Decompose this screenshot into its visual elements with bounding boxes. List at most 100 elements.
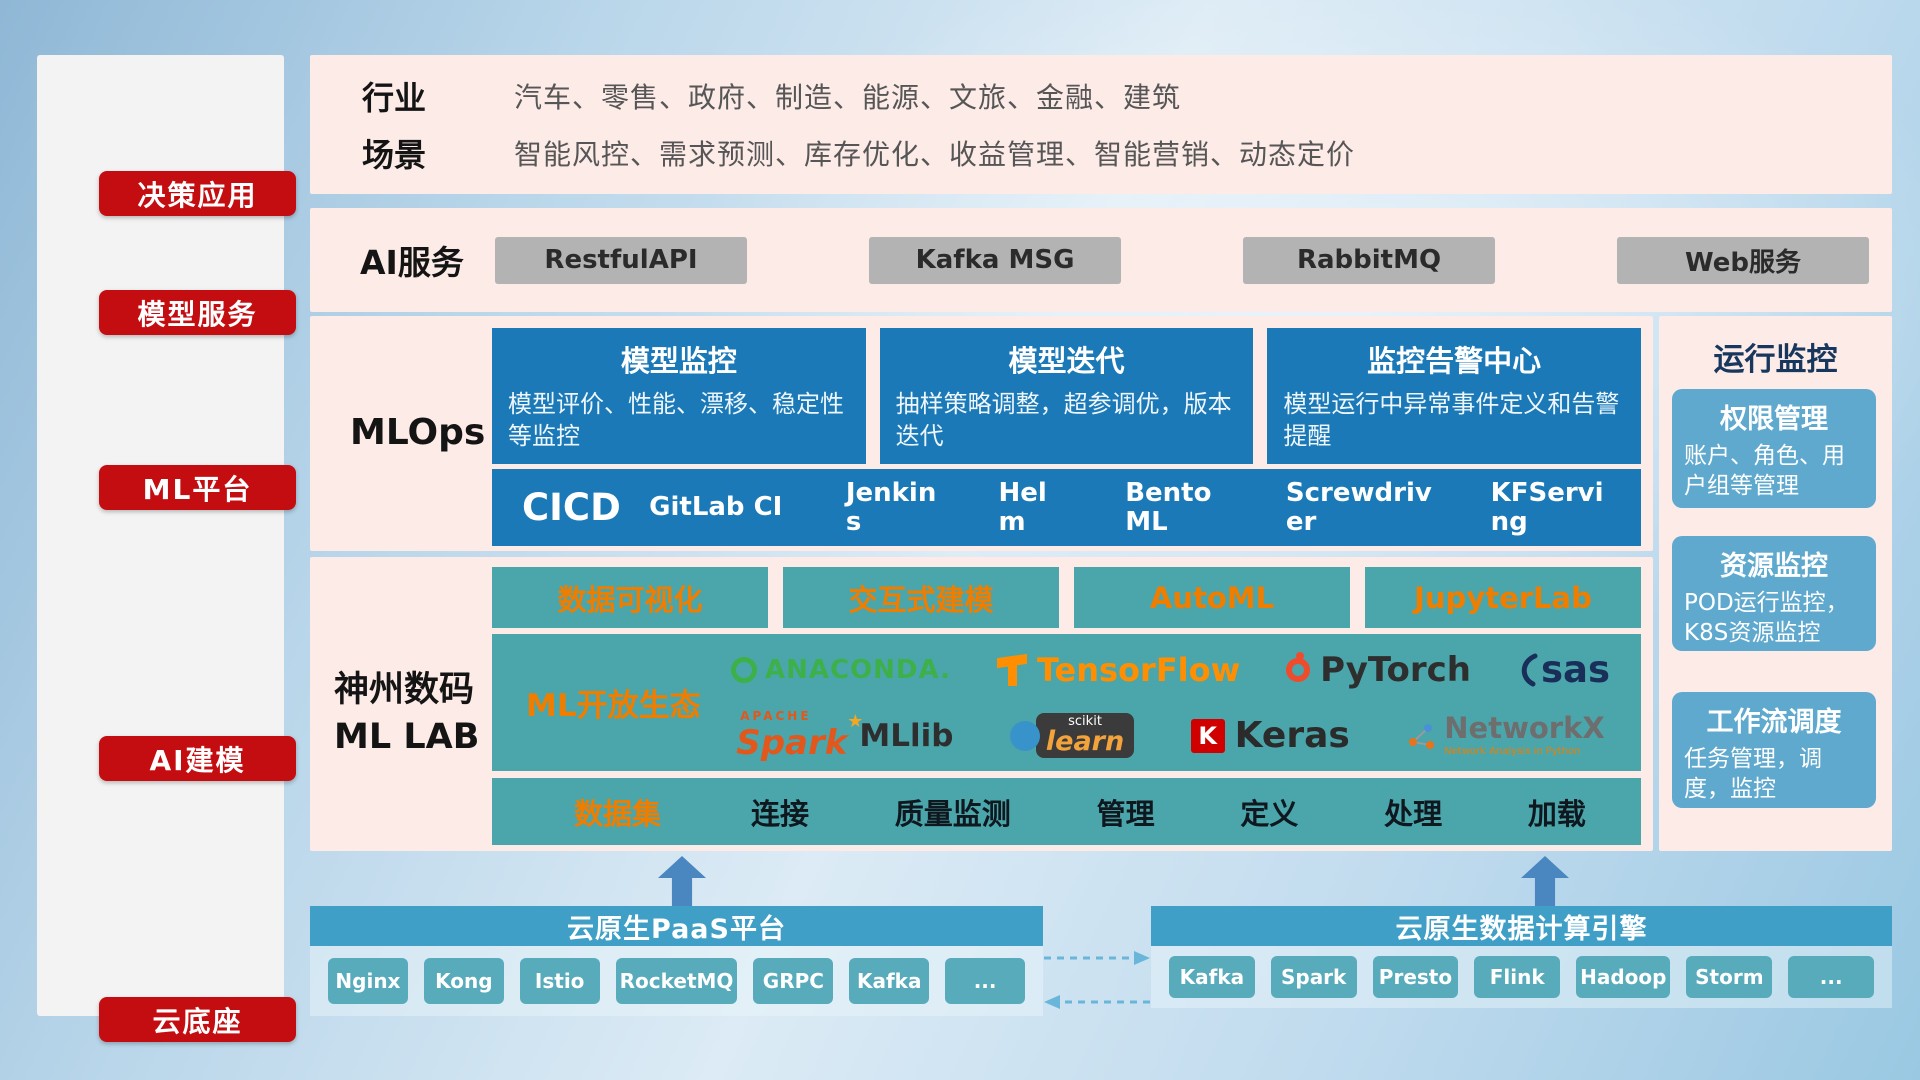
sidebar-item-ml-platform: ML平台 bbox=[99, 465, 296, 510]
left-layer-sidebar: 决策应用 模型服务 ML平台 AI建模 云底座 bbox=[37, 55, 296, 1042]
industry-list: 汽车、零售、政府、制造、能源、文旅、金融、建筑 bbox=[514, 80, 1182, 114]
keras-logo: K Keras bbox=[1190, 715, 1350, 756]
paas-platform-bar: 云原生PaaS平台 bbox=[310, 906, 1043, 946]
scikit-learn-logo: scikit learn bbox=[1009, 712, 1135, 759]
dataset-step-define: 定义 bbox=[1240, 796, 1299, 831]
ai-service-label: AI服务 bbox=[360, 243, 464, 282]
rocketmq-chip: RocketMQ bbox=[615, 958, 738, 1004]
card-title: 监控告警中心 bbox=[1367, 344, 1542, 378]
spark-mllib-logo: APACHE Spark★ MLlib bbox=[736, 709, 953, 763]
alert-center-card: 监控告警中心 模型运行中异常事件定义和告警提醒 bbox=[1267, 328, 1642, 464]
dataset-step-manage: 管理 bbox=[1096, 796, 1155, 831]
hadoop-chip: Hadoop bbox=[1576, 956, 1671, 998]
bentoml-item: BentoML bbox=[1125, 477, 1212, 537]
spark-chip: Spark bbox=[1270, 956, 1357, 998]
presto-chip: Presto bbox=[1372, 956, 1459, 998]
anaconda-icon bbox=[730, 656, 757, 683]
ml-lab-tools: 数据可视化 交互式建模 AutoML JupyterLab bbox=[492, 567, 1641, 628]
scenario-list: 智能风控、需求预测、库存优化、收益管理、智能营销、动态定价 bbox=[514, 138, 1356, 172]
interactive-modeling-block: 交互式建模 bbox=[783, 567, 1059, 628]
runtime-monitoring-title: 运行监控 bbox=[1713, 342, 1838, 378]
kfserving-item: KFServing bbox=[1490, 477, 1604, 537]
flink-chip: Flink bbox=[1474, 956, 1561, 998]
card-title: 模型迭代 bbox=[1008, 344, 1125, 378]
sidebar-item-model-service: 模型服务 bbox=[99, 290, 296, 335]
networkx-graph-icon bbox=[1409, 723, 1435, 749]
networkx-subtitle: Network Analysis in Python bbox=[1444, 746, 1581, 757]
cicd-bar: CICD GitLab CI Jenkins Helm BentoML Scre… bbox=[492, 469, 1641, 546]
tensorflow-text: TensorFlow bbox=[1036, 650, 1241, 689]
runtime-monitoring-panel: 运行监控 权限管理 账户、角色、用户组等管理 资源监控 POD运行监控，K8S资… bbox=[1659, 316, 1892, 851]
card-desc: 模型评价、性能、漂移、稳定性等监控 bbox=[508, 390, 844, 451]
sidebar-item-ai-modeling: AI建模 bbox=[99, 736, 296, 781]
mlops-label: MLOps bbox=[350, 412, 486, 453]
model-iteration-card: 模型迭代 抽样策略调整，超参调优，版本迭代 bbox=[879, 328, 1254, 464]
scikit-badge: scikit learn bbox=[1035, 712, 1135, 759]
more-chip: ... bbox=[945, 958, 1026, 1004]
ml-ecosystem-box: ML开放生态 ANACONDA. TensorFlow PyTorch bbox=[492, 634, 1641, 771]
up-arrow-paas-icon bbox=[658, 856, 706, 906]
anaconda-text: ANACONDA. bbox=[764, 654, 951, 685]
spark-text: Spark★ bbox=[736, 710, 864, 763]
dataset-step-load: 加载 bbox=[1527, 796, 1586, 831]
card-desc: 模型运行中异常事件定义和告警提醒 bbox=[1283, 390, 1620, 451]
more-engine-chip: ... bbox=[1788, 956, 1875, 998]
data-visualization-block: 数据可视化 bbox=[492, 567, 768, 628]
dataset-step-connect: 连接 bbox=[751, 796, 810, 831]
screwdriver-item: Screwdriver bbox=[1285, 477, 1432, 537]
logo-row-1: ANACONDA. TensorFlow PyTorch sa bbox=[708, 639, 1633, 701]
ai-service-panel: AI服务 RestfulAPI Kafka MSG RabbitMQ Web服务 bbox=[310, 208, 1892, 312]
business-panel: 行业 汽车、零售、政府、制造、能源、文旅、金融、建筑 场景 智能风控、需求预测、… bbox=[310, 55, 1892, 194]
scikit-circle-icon bbox=[1009, 720, 1040, 751]
model-monitoring-card: 模型监控 模型评价、性能、漂移、稳定性等监控 bbox=[492, 328, 866, 464]
spark-star-icon: ★ bbox=[847, 710, 864, 732]
networkx-logo: NetworkX Network Analysis in Python bbox=[1406, 714, 1605, 758]
card-title: 资源监控 bbox=[1720, 551, 1828, 582]
scikit-text: scikit bbox=[1068, 713, 1102, 729]
engine-components: Kafka Spark Presto Flink Hadoop Storm ..… bbox=[1151, 946, 1892, 1008]
sas-logo: sas bbox=[1517, 648, 1610, 691]
card-desc: 账户、角色、用户组等管理 bbox=[1684, 443, 1845, 499]
jenkins-item: Jenkins bbox=[845, 477, 937, 537]
mllib-text: MLlib bbox=[859, 717, 954, 754]
up-arrow-engine-icon bbox=[1521, 856, 1569, 906]
cicd-tools: GitLab CI Jenkins Helm BentoML Screwdriv… bbox=[621, 479, 1641, 536]
card-desc: 任务管理，调度，监控 bbox=[1684, 746, 1822, 802]
sidebar-item-cloud-base: 云底座 bbox=[99, 997, 296, 1042]
card-title: 工作流调度 bbox=[1706, 707, 1842, 738]
spark-logo: APACHE Spark★ bbox=[736, 708, 864, 763]
workflow-scheduling-card: 工作流调度 任务管理，调度，监控 bbox=[1672, 692, 1876, 808]
dataset-bar: 数据集 连接 质量监测 管理 定义 处理 加载 bbox=[492, 778, 1641, 845]
dataset-steps: 连接 质量监测 管理 定义 处理 加载 bbox=[751, 791, 1586, 833]
ecosystem-logos: ANACONDA. TensorFlow PyTorch sa bbox=[708, 639, 1641, 767]
card-desc: 抽样策略调整，超参调优，版本迭代 bbox=[895, 390, 1232, 451]
tensorflow-icon bbox=[997, 653, 1027, 687]
ai-service-buttons: RestfulAPI Kafka MSG RabbitMQ Web服务 bbox=[495, 236, 1869, 284]
logo-row-2: APACHE Spark★ MLlib scikit learn K bbox=[708, 705, 1633, 767]
permission-management-card: 权限管理 账户、角色、用户组等管理 bbox=[1672, 389, 1876, 508]
card-title: 模型监控 bbox=[620, 344, 737, 378]
mlops-panel: MLOps 模型监控 模型评价、性能、漂移、稳定性等监控 模型迭代 抽样策略调整… bbox=[310, 316, 1653, 551]
pytorch-logo: PyTorch bbox=[1286, 650, 1471, 690]
pytorch-icon bbox=[1286, 651, 1311, 682]
ml-lab-label: 神州数码 ML LAB bbox=[334, 667, 479, 762]
ml-lab-label-line2: ML LAB bbox=[334, 717, 480, 758]
kong-chip: Kong bbox=[423, 958, 504, 1004]
paas-components: Nginx Kong Istio RocketMQ GRPC Kafka ... bbox=[310, 946, 1043, 1016]
tensorflow-logo: TensorFlow bbox=[997, 651, 1240, 689]
apache-text: APACHE bbox=[740, 708, 812, 723]
keras-k-icon: K bbox=[1190, 718, 1225, 753]
kafka-engine-chip: Kafka bbox=[1169, 956, 1255, 998]
restful-api-block: RestfulAPI bbox=[495, 236, 747, 284]
istio-chip: Istio bbox=[519, 958, 600, 1004]
ml-lab-label-line1: 神州数码 bbox=[334, 670, 475, 710]
gitlab-ci-item: GitLab CI bbox=[649, 492, 783, 523]
resource-monitoring-card: 资源监控 POD运行监控，K8S资源监控 bbox=[1672, 536, 1876, 651]
nginx-chip: Nginx bbox=[328, 958, 408, 1004]
grpc-chip: GRPC bbox=[753, 958, 834, 1004]
data-engine-bar: 云原生数据计算引擎 bbox=[1151, 906, 1892, 946]
web-service-block: Web服务 bbox=[1617, 236, 1869, 284]
learn-text: learn bbox=[1045, 725, 1125, 757]
networkx-texts: NetworkX Network Analysis in Python bbox=[1444, 714, 1604, 758]
scenario-row: 场景 智能风控、需求预测、库存优化、收益管理、智能营销、动态定价 bbox=[310, 130, 1892, 176]
